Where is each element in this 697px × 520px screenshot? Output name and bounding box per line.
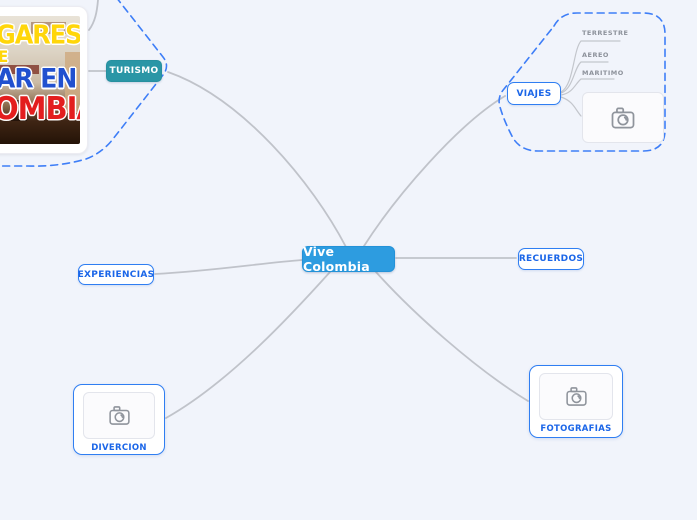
node-experiencias[interactable]: EXPERIENCIAS	[78, 264, 154, 285]
node-fotografias-card[interactable]: FOTOGRAFIAS	[529, 365, 623, 438]
node-turismo[interactable]: TURISMO	[106, 60, 162, 82]
thumbnail-balcony-decor	[0, 64, 39, 74]
edge-center-viajes	[363, 95, 506, 247]
thumbnail-column-decor	[65, 51, 80, 114]
divercion-image-placeholder[interactable]	[83, 392, 155, 439]
edge-viajes-maritimo	[560, 78, 615, 96]
thumbnail-door-decor	[11, 100, 28, 121]
camera-icon	[108, 406, 130, 425]
node-aereo[interactable]: AEREO	[582, 51, 609, 59]
node-divercion-card[interactable]: DIVERCION	[73, 384, 165, 455]
node-recuerdos[interactable]: RECUERDOS	[518, 248, 584, 270]
turismo-thumbnail-image: GARES E AR EN OMBIA	[0, 16, 80, 144]
node-vive-colombia[interactable]: Vive Colombia	[302, 244, 395, 274]
edge-viajes-image	[560, 96, 582, 117]
edge-offscreen-stub	[88, 0, 99, 31]
thumbnail-text-line: E	[0, 48, 8, 65]
node-maritimo[interactable]: MARITIMO	[582, 69, 624, 77]
camera-icon	[565, 387, 587, 406]
selection-outline-turismo-branch	[0, 0, 168, 167]
viajes-image-placeholder[interactable]	[582, 92, 664, 143]
turismo-image-card[interactable]: GARES E AR EN OMBIA	[0, 6, 88, 154]
fotografias-image-placeholder[interactable]	[539, 373, 613, 420]
node-fotografias-label: FOTOGRAFIAS	[540, 424, 612, 434]
selection-outline-viajes-branch	[498, 12, 666, 152]
edge-center-turismo	[167, 71, 347, 248]
thumbnail-text-line: GARES	[0, 19, 80, 51]
camera-icon	[611, 107, 635, 128]
node-viajes[interactable]: VIAJES	[507, 82, 561, 105]
edge-center-divercion	[165, 271, 331, 419]
edge-center-fotografias	[375, 271, 529, 402]
thumbnail-text-line: AR EN	[0, 62, 77, 95]
edge-center-experiencias	[154, 259, 303, 275]
edge-viajes-terrestre	[560, 40, 621, 93]
node-terrestre[interactable]: TERRESTRE	[582, 29, 629, 37]
edge-viajes-aereo	[560, 61, 609, 94]
node-divercion-label: DIVERCION	[91, 443, 147, 453]
thumbnail-text-line: OMBIA	[0, 89, 80, 127]
thumbnail-building-decor	[31, 22, 67, 34]
